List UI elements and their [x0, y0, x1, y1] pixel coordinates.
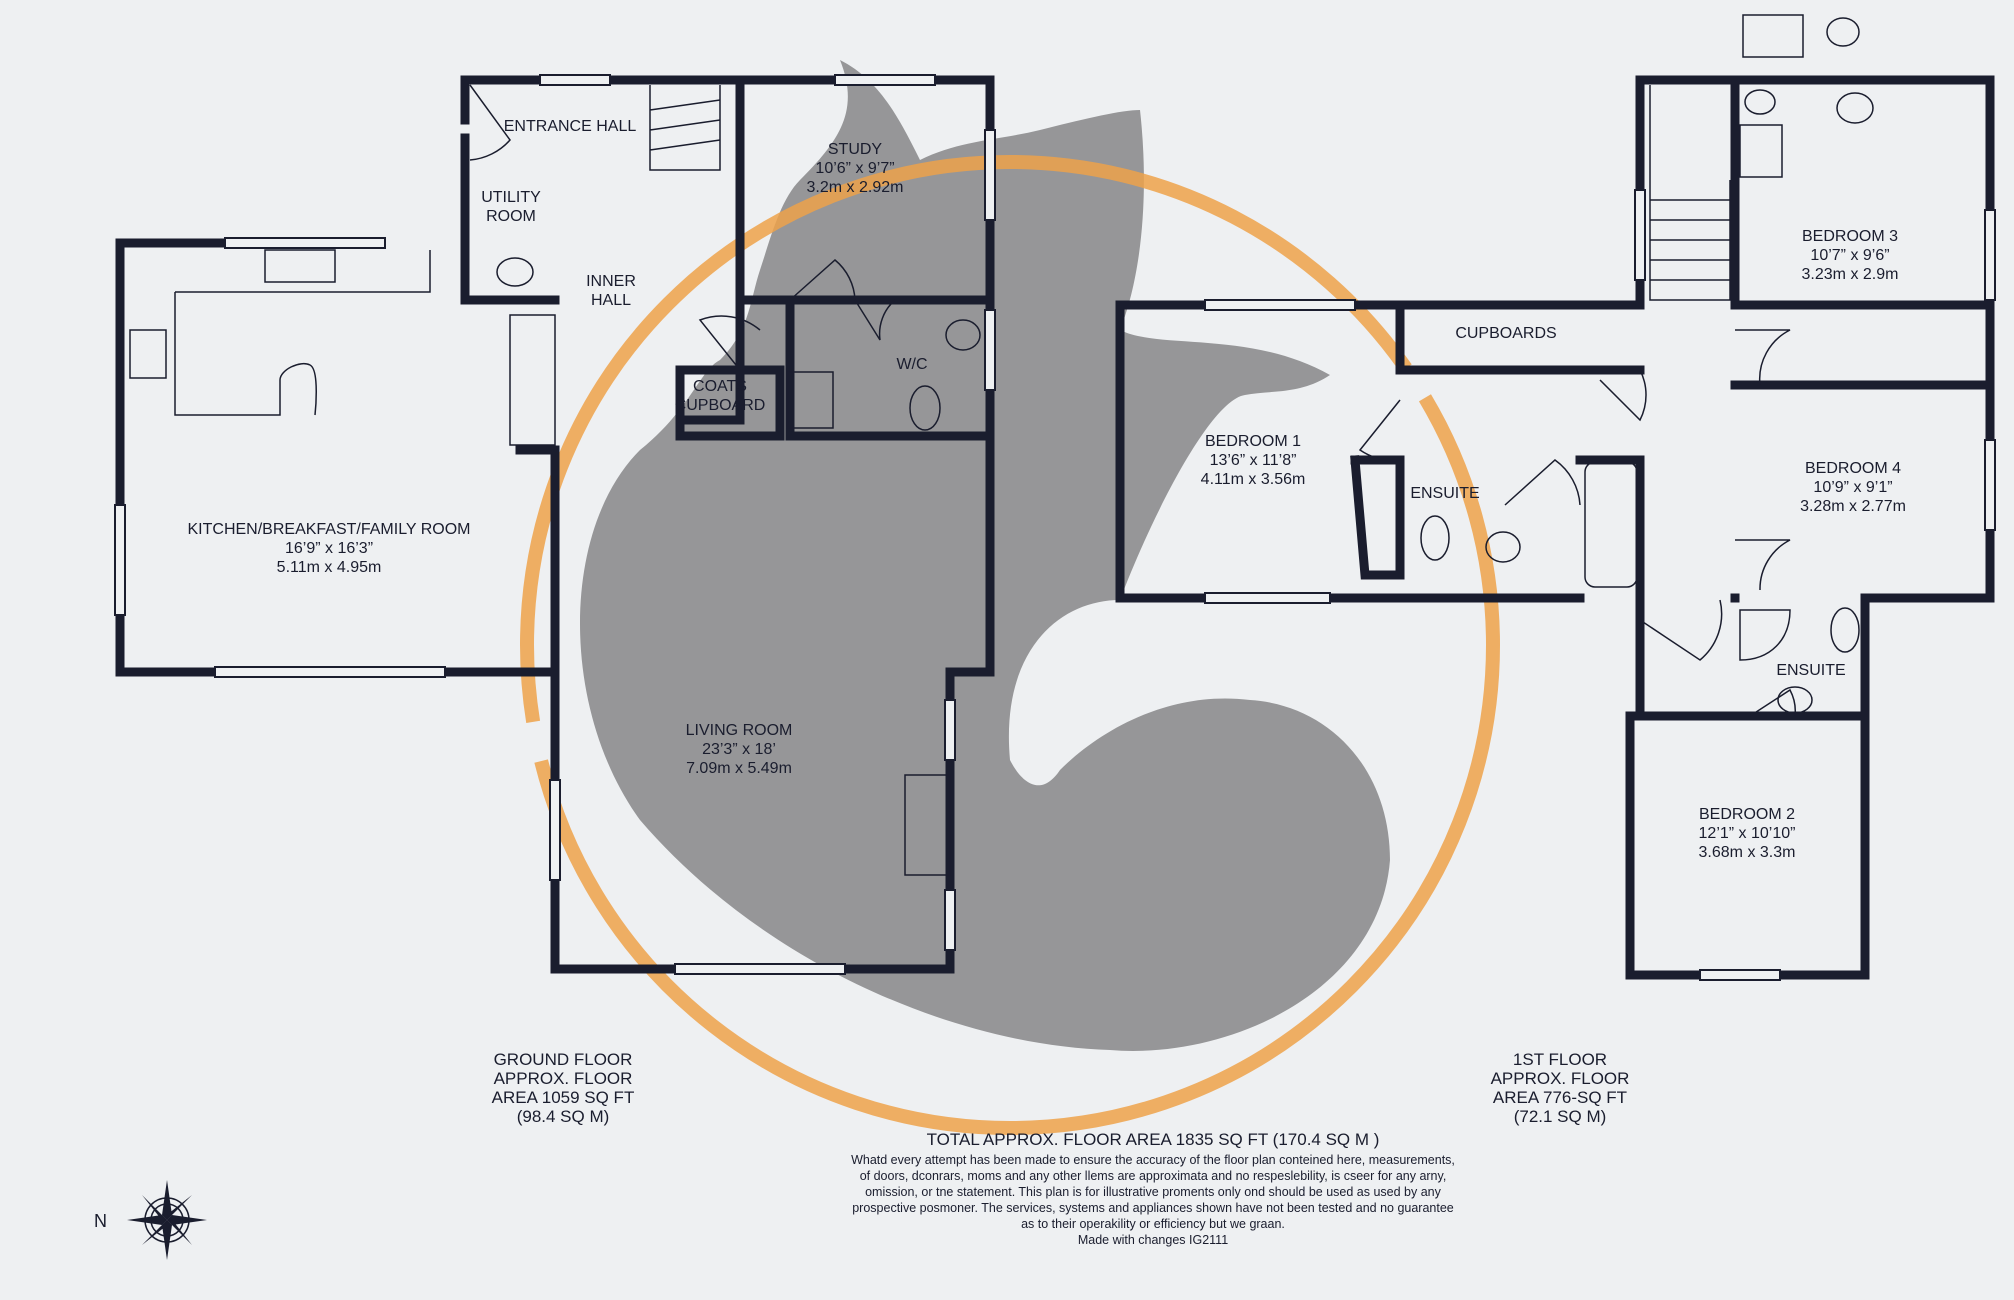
first-floor-line2: APPROX. FLOOR	[1490, 1069, 1630, 1088]
bedroom3-name: BEDROOM 3	[1801, 228, 1898, 245]
fireplace-icon	[904, 774, 951, 876]
ground-floor-line3: AREA 1059 SQ FT	[491, 1088, 635, 1107]
bedroom3-size-imperial: 10’7” x 9’6”	[1810, 247, 1890, 264]
study-name: STUDY	[827, 141, 883, 158]
door-swings	[469, 84, 1797, 717]
inner-hall-line1: INNER	[586, 273, 636, 290]
bedroom1-size-imperial: 13’6” x 11’8”	[1209, 452, 1297, 469]
utility-line2: ROOM	[486, 208, 536, 225]
shower-tray-icon	[787, 371, 834, 429]
total-floor-area: TOTAL APPROX. FLOOR AREA 1835 SQ FT (170…	[926, 1130, 1380, 1149]
utility-room-label: UTILITY ROOM	[481, 188, 541, 226]
cupboards-label: CUPBOARDS	[1455, 324, 1556, 343]
kitchen-size-imperial: 16’9” x 16’3”	[284, 540, 374, 557]
kitchen-sink-icon	[264, 249, 336, 283]
ensuite2-shower-icon	[1739, 609, 1791, 661]
study-size-metric: 3.2m x 2.92m	[806, 179, 904, 196]
ground-floor-caption: GROUND FLOOR APPROX. FLOOR AREA 1059 SQ …	[492, 1050, 635, 1126]
hob-icon	[129, 329, 167, 379]
compass: N	[92, 1175, 222, 1265]
ensuite2-label: ENSUITE	[1776, 661, 1845, 680]
utility-line1: UTILITY	[481, 189, 541, 206]
disclaimer-line: omission, or tne statement. This plan is…	[865, 1185, 1441, 1199]
coats-cupboard-label: COATS CUPBOARD	[675, 377, 766, 415]
watermark-fox-shape	[580, 60, 1390, 1051]
bedroom3-label: BEDROOM 3 10’7” x 9’6” 3.23m x 2.9m	[1802, 227, 1899, 284]
ground-floor-line1: GROUND FLOOR	[493, 1050, 633, 1069]
bedroom3-size-metric: 3.23m x 2.9m	[1801, 266, 1899, 283]
living-room-label: LIVING ROOM 23’3” x 18’ 7.09m x 5.49m	[686, 721, 793, 778]
utility-basin-icon	[496, 257, 534, 287]
ensuite-toilet-icon	[1420, 515, 1450, 561]
coats-line2: CUPBOARD	[674, 397, 766, 414]
cupboards-name: CUPBOARDS	[1455, 325, 1557, 342]
disclaimer: Whatd every attempt has been made to ens…	[793, 1152, 1513, 1248]
bedroom4-size-metric: 3.28m x 2.77m	[1800, 498, 1906, 515]
kitchen-size-metric: 5.11m x 4.95m	[276, 559, 382, 576]
ground-floor-line4: (98.4 SQ M)	[516, 1107, 610, 1126]
wc-name: W/C	[896, 356, 928, 373]
ensuite2-toilet-icon	[1830, 607, 1860, 653]
disclaimer-line: Whatd every attempt has been made to ens…	[851, 1153, 1455, 1167]
study-label: STUDY 10’6” x 9’7” 3.2m x 2.92m	[807, 140, 904, 197]
compass-rose-icon: N	[94, 1180, 207, 1260]
living-size-imperial: 23’3” x 18’	[702, 741, 776, 758]
bed3-basin-icon	[1744, 89, 1776, 115]
kitchen-name: KITCHEN/BREAKFAST/FAMILY ROOM	[187, 521, 471, 538]
bedroom2-label: BEDROOM 2 12’1” x 10’10” 3.68m x 3.3m	[1699, 805, 1796, 862]
study-size-imperial: 10’6” x 9’7”	[815, 160, 895, 177]
ensuite2-name: ENSUITE	[1776, 662, 1846, 679]
utility-counter	[509, 314, 556, 446]
top-basin-icon	[1826, 17, 1860, 47]
bedroom1-label: BEDROOM 1 13’6” x 11’8” 4.11m x 3.56m	[1201, 432, 1306, 489]
kitchen-label: KITCHEN/BREAKFAST/FAMILY ROOM 16’9” x 16…	[187, 520, 470, 577]
inner-hall-label: INNER HALL	[586, 272, 636, 310]
coats-line1: COATS	[693, 378, 747, 395]
bedroom2-name: BEDROOM 2	[1698, 806, 1796, 823]
bedroom2-size-imperial: 12’1” x 10’10”	[1698, 825, 1796, 842]
ground-floor-line2: APPROX. FLOOR	[493, 1069, 633, 1088]
bath-icon	[1584, 461, 1638, 588]
bedroom2-size-metric: 3.68m x 3.3m	[1698, 844, 1796, 861]
top-shower-icon	[1742, 14, 1804, 58]
living-size-metric: 7.09m x 5.49m	[686, 760, 792, 777]
bed3-toilet-icon	[1836, 92, 1874, 124]
first-floor-line4: (72.1 SQ M)	[1513, 1107, 1607, 1126]
watermark-logo	[520, 60, 1500, 1135]
disclaimer-line: as to their operakility or efficiency bu…	[1021, 1217, 1285, 1231]
entrance-hall-name: ENTRANCE HALL	[503, 118, 637, 135]
ensuite1-name: ENSUITE	[1410, 485, 1480, 502]
first-floor-line3: AREA 776-SQ FT	[1492, 1088, 1628, 1107]
stairs-icon	[649, 85, 721, 171]
ensuite1-label: ENSUITE	[1410, 484, 1479, 503]
toilet-icon	[909, 385, 941, 431]
first-floor-stairs-icon	[1649, 85, 1731, 301]
bed3-shower-icon	[1739, 124, 1783, 178]
bedroom4-name: BEDROOM 4	[1804, 460, 1902, 477]
disclaimer-line: Made with changes IG2111	[1077, 1233, 1229, 1247]
bedroom4-size-imperial: 10’9” x 9’1”	[1813, 479, 1893, 496]
compass-north-letter: N	[94, 1211, 107, 1231]
first-floor-caption: 1ST FLOOR APPROX. FLOOR AREA 776-SQ FT (…	[1491, 1050, 1630, 1126]
disclaimer-line: prospective posmoner. The services, syst…	[852, 1201, 1454, 1215]
inner-hall-line2: HALL	[590, 292, 632, 309]
entrance-hall-label: ENTRANCE HALL	[504, 117, 636, 136]
living-name: LIVING ROOM	[685, 722, 793, 739]
kitchen-island	[174, 250, 431, 416]
bedroom1-name: BEDROOM 1	[1204, 433, 1302, 450]
windows	[114, 74, 1996, 981]
bedroom4-label: BEDROOM 4 10’9” x 9’1” 3.28m x 2.77m	[1800, 459, 1906, 516]
wc-label: W/C	[896, 355, 927, 374]
bedroom1-size-metric: 4.11m x 3.56m	[1200, 471, 1306, 488]
ensuite-basin-icon	[1485, 531, 1521, 563]
disclaimer-line: of doors, dconrars, moms and any other l…	[859, 1169, 1447, 1183]
watermark-ring	[520, 155, 1500, 1135]
wc-basin-icon	[945, 319, 981, 351]
first-floor-line1: 1ST FLOOR	[1512, 1050, 1608, 1069]
walls	[115, 75, 1995, 980]
